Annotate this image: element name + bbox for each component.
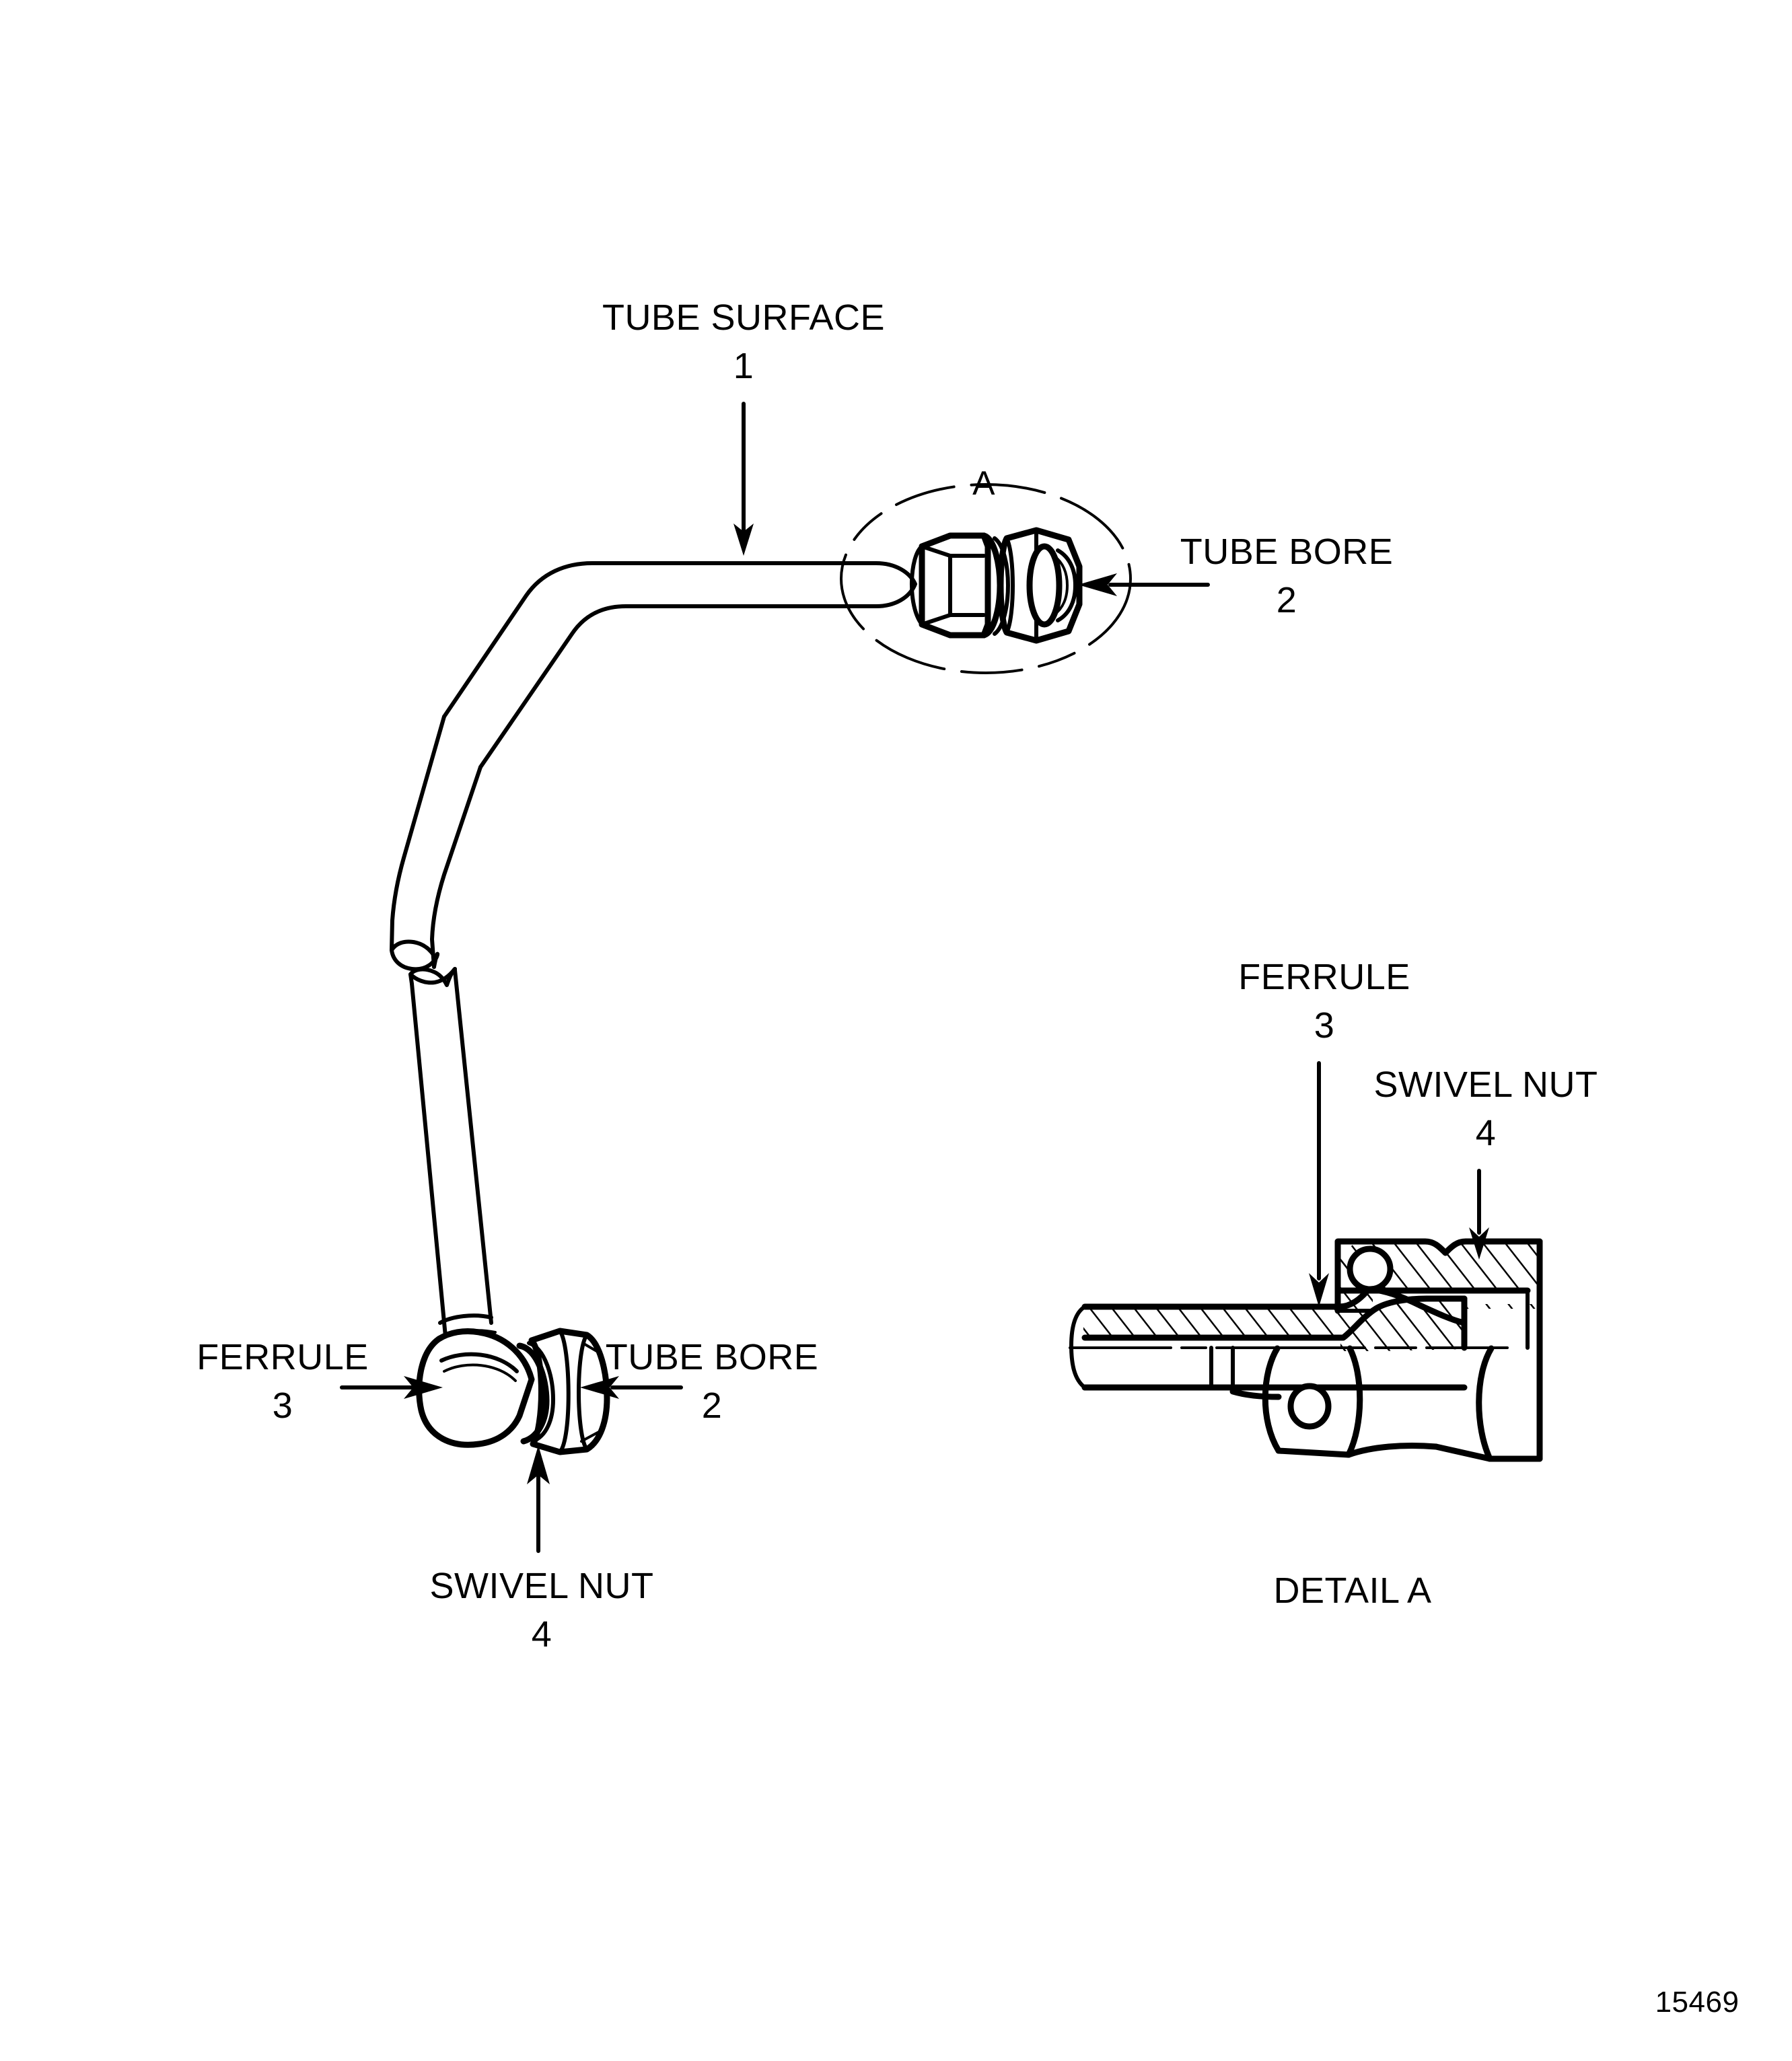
callout-swivel-nut-detail-label: SWIVEL NUT xyxy=(1373,1064,1598,1105)
tube-break-symbol-upper xyxy=(390,939,440,972)
tube-diagonal-run xyxy=(390,715,482,969)
callout-tube-bore-top-label: TUBE BORE xyxy=(1180,532,1394,572)
tube-end-fitting-top xyxy=(836,527,1083,644)
callout-swivel-nut-bottom-number: 4 xyxy=(532,1614,552,1655)
callout-tube-bore-top: TUBE BORE 2 xyxy=(1078,532,1393,620)
detail-a-ferrule-cone xyxy=(1340,1295,1468,1391)
arrowhead-swivel-nut-detail xyxy=(1469,1227,1489,1260)
callout-tube-surface: TUBE SURFACE 1 xyxy=(602,297,885,556)
callout-tube-surface-label: TUBE SURFACE xyxy=(602,297,885,338)
callout-swivel-nut-detail: SWIVEL NUT 4 xyxy=(1373,1064,1598,1260)
callout-ferrule-bottom-label: FERRULE xyxy=(196,1337,369,1377)
detail-bubble-a: A xyxy=(840,464,1132,674)
detail-a-nut-outside-lower xyxy=(1081,1344,1543,1462)
callout-tube-surface-number: 1 xyxy=(733,346,754,386)
tube-lower-run xyxy=(410,968,493,1338)
callout-ferrule-detail: FERRULE 3 xyxy=(1238,957,1410,1307)
tube-upper-run xyxy=(442,561,840,769)
arrowhead-tube-bore-top xyxy=(1078,573,1117,596)
callout-swivel-nut-bottom: SWIVEL NUT 4 xyxy=(429,1445,653,1655)
callout-tube-bore-bottom-number: 2 xyxy=(702,1385,723,1426)
arrowhead-ferrule-detail xyxy=(1309,1273,1329,1307)
detail-a-retaining-ball xyxy=(1347,1245,1394,1293)
ferrule-hex-top xyxy=(910,532,991,639)
callout-tube-bore-bottom: TUBE BORE 2 xyxy=(580,1337,818,1426)
arrowhead-swivel-nut-bottom xyxy=(527,1445,550,1484)
callout-swivel-nut-bottom-label: SWIVEL NUT xyxy=(429,1566,653,1606)
callout-ferrule-bottom: FERRULE 3 xyxy=(196,1337,443,1426)
sheet-part-number: 15469 xyxy=(1655,1986,1740,2019)
callout-tube-bore-top-number: 2 xyxy=(1277,580,1297,620)
detail-a-nut-hole xyxy=(1287,1383,1332,1430)
arrowhead-tube-bore-bottom xyxy=(580,1376,619,1399)
callout-swivel-nut-detail-number: 4 xyxy=(1476,1113,1497,1153)
callout-tube-bore-bottom-label: TUBE BORE xyxy=(606,1337,819,1377)
arrowhead-tube-surface xyxy=(733,523,754,556)
tube-bore-opening-top xyxy=(1026,543,1077,628)
callout-ferrule-detail-number: 3 xyxy=(1314,1005,1335,1046)
detail-a-label: DETAIL A xyxy=(1273,1570,1431,1611)
detail-a-section-view: DETAIL A xyxy=(1069,1238,1563,1611)
detail-bubble-letter: A xyxy=(972,464,995,502)
arrowhead-ferrule-bottom xyxy=(404,1376,443,1399)
callout-ferrule-detail-label: FERRULE xyxy=(1238,957,1410,997)
callout-ferrule-bottom-number: 3 xyxy=(273,1385,293,1426)
detail-a-swivel-nut-section xyxy=(1334,1238,1543,1351)
detail-bubble-ellipse xyxy=(840,483,1132,674)
